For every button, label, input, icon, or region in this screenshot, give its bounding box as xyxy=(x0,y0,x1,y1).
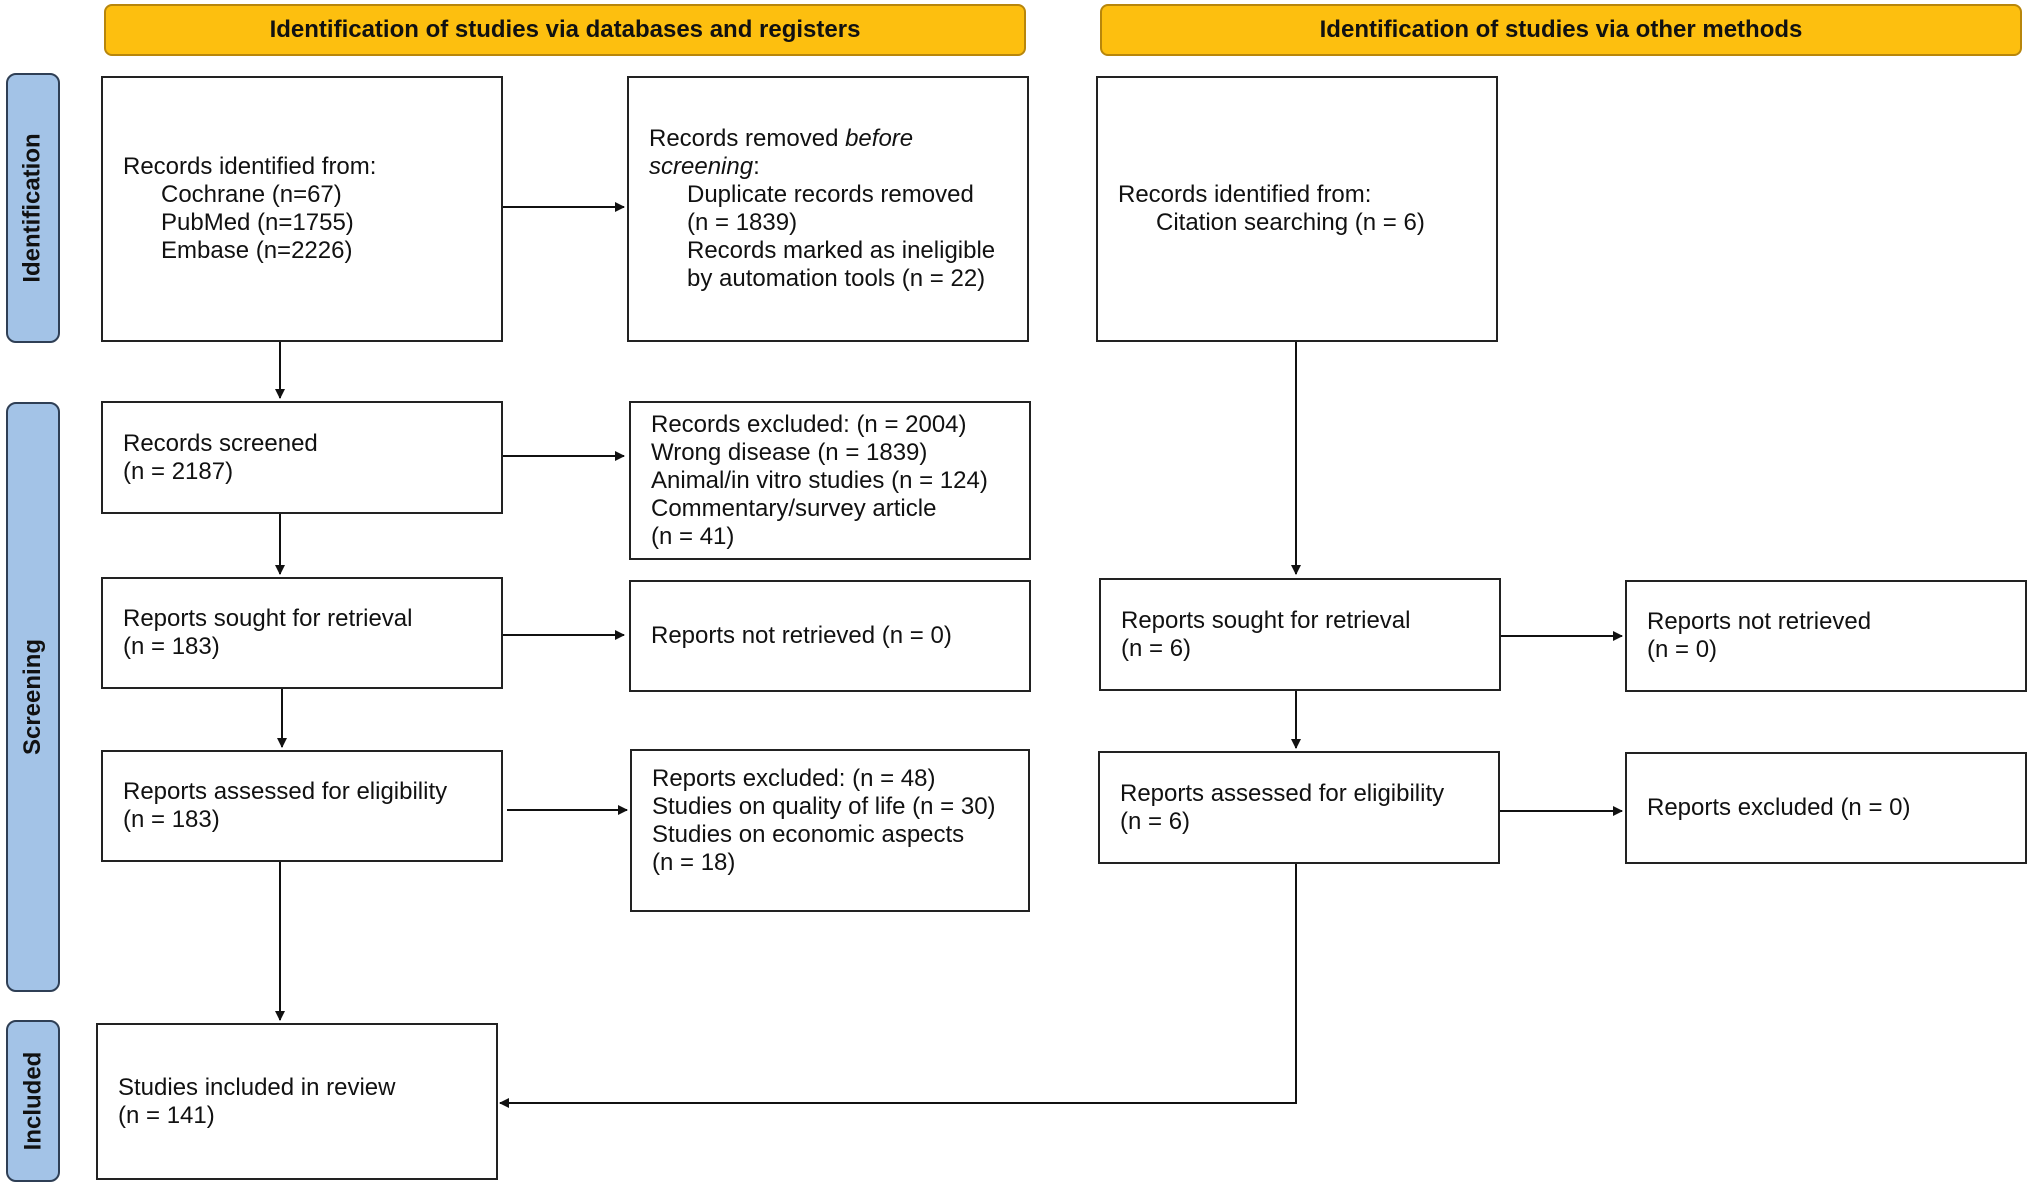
studies-included-count: (n = 141) xyxy=(118,1101,215,1129)
other-reports-assessed-count: (n = 6) xyxy=(1120,807,1191,835)
records-removed-screening: screening xyxy=(649,153,754,180)
records-screened-box: Records screened (n = 2187) xyxy=(101,401,503,514)
records-excluded-box: Records excluded: (n = 2004) Wrong disea… xyxy=(629,401,1031,560)
other-reports-excluded-title: Reports excluded (n = 0) xyxy=(1647,794,1911,821)
excluded-commentary: Commentary/survey article xyxy=(651,494,937,522)
duplicates-removed: Duplicate records removed xyxy=(687,181,974,208)
header-other-methods-label: Identification of studies via other meth… xyxy=(1319,16,1803,43)
phase-included: Included xyxy=(6,1020,60,1182)
excluded-economic-count: (n = 18) xyxy=(652,849,736,876)
header-databases: Identification of studies via databases … xyxy=(104,4,1026,56)
other-reports-sought-title: Reports sought for retrieval xyxy=(1121,606,1411,634)
other-reports-assessed-box: Reports assessed for eligibility (n = 6) xyxy=(1098,751,1500,864)
excluded-quality-of-life: Studies on quality of life (n = 30) xyxy=(652,793,996,820)
other-reports-sought-count: (n = 6) xyxy=(1121,634,1192,662)
arrow-other-assessed-to-included xyxy=(499,864,1297,1108)
records-removed-box: Records removed before screening: Duplic… xyxy=(627,76,1029,342)
source-cochrane: Cochrane (n=67) xyxy=(161,181,342,208)
other-reports-not-retrieved-title: Reports not retrieved xyxy=(1647,608,1872,635)
records-removed-heading: Records removed before xyxy=(649,125,914,152)
other-reports-not-retrieved-count: (n = 0) xyxy=(1647,636,1718,663)
source-citation-searching: Citation searching (n = 6) xyxy=(1156,209,1425,236)
reports-sought-count: (n = 183) xyxy=(123,633,220,660)
excluded-animal-invitro: Animal/in vitro studies (n = 124) xyxy=(651,466,988,494)
other-records-identified-box: Records identified from: Citation search… xyxy=(1096,76,1498,342)
excluded-commentary-count: (n = 41) xyxy=(651,522,735,550)
records-removed-before: before xyxy=(845,125,914,152)
other-reports-sought-box: Reports sought for retrieval (n = 6) xyxy=(1099,578,1501,691)
studies-included-title: Studies included in review xyxy=(118,1073,396,1101)
records-screened-count: (n = 2187) xyxy=(123,457,234,485)
reports-assessed-count: (n = 183) xyxy=(123,806,220,833)
studies-included-box: Studies included in review (n = 141) xyxy=(96,1023,498,1180)
source-embase: Embase (n=2226) xyxy=(161,237,353,264)
reports-assessed-title: Reports assessed for eligibility xyxy=(123,778,448,805)
records-excluded-total: Records excluded: (n = 2004) xyxy=(651,410,967,438)
header-other-methods: Identification of studies via other meth… xyxy=(1100,4,2022,56)
reports-sought-title: Reports sought for retrieval xyxy=(123,605,413,632)
reports-not-retrieved-box: Reports not retrieved (n = 0) xyxy=(629,580,1031,692)
other-records-identified-title: Records identified from: xyxy=(1118,181,1372,208)
ineligible-count: by automation tools (n = 22) xyxy=(687,265,986,292)
other-reports-not-retrieved-box: Reports not retrieved (n = 0) xyxy=(1625,580,2027,692)
records-screened-title: Records screened xyxy=(123,429,318,457)
excluded-economic: Studies on economic aspects xyxy=(652,821,965,848)
source-pubmed: PubMed (n=1755) xyxy=(161,209,354,236)
other-reports-excluded-box: Reports excluded (n = 0) xyxy=(1625,752,2027,864)
reports-excluded-box: Reports excluded: (n = 48) Studies on qu… xyxy=(630,749,1030,912)
reports-sought-box: Reports sought for retrieval (n = 183) xyxy=(101,577,503,689)
phase-identification: Identification xyxy=(6,73,60,343)
records-removed-heading-2: screening: xyxy=(649,153,760,180)
phase-screening: Screening xyxy=(6,402,60,992)
reports-excluded-total: Reports excluded: (n = 48) xyxy=(652,765,936,792)
reports-not-retrieved-title: Reports not retrieved (n = 0) xyxy=(651,622,952,649)
header-databases-label: Identification of studies via databases … xyxy=(269,16,861,43)
records-identified-box: Records identified from: Cochrane (n=67)… xyxy=(101,76,503,342)
excluded-wrong-disease: Wrong disease (n = 1839) xyxy=(651,438,928,466)
duplicates-count: (n = 1839) xyxy=(687,209,798,236)
reports-assessed-box: Reports assessed for eligibility (n = 18… xyxy=(101,750,503,862)
ineligible-label: Records marked as ineligible xyxy=(687,237,996,264)
other-reports-assessed-title: Reports assessed for eligibility xyxy=(1120,779,1445,807)
records-identified-title: Records identified from: xyxy=(123,153,377,180)
